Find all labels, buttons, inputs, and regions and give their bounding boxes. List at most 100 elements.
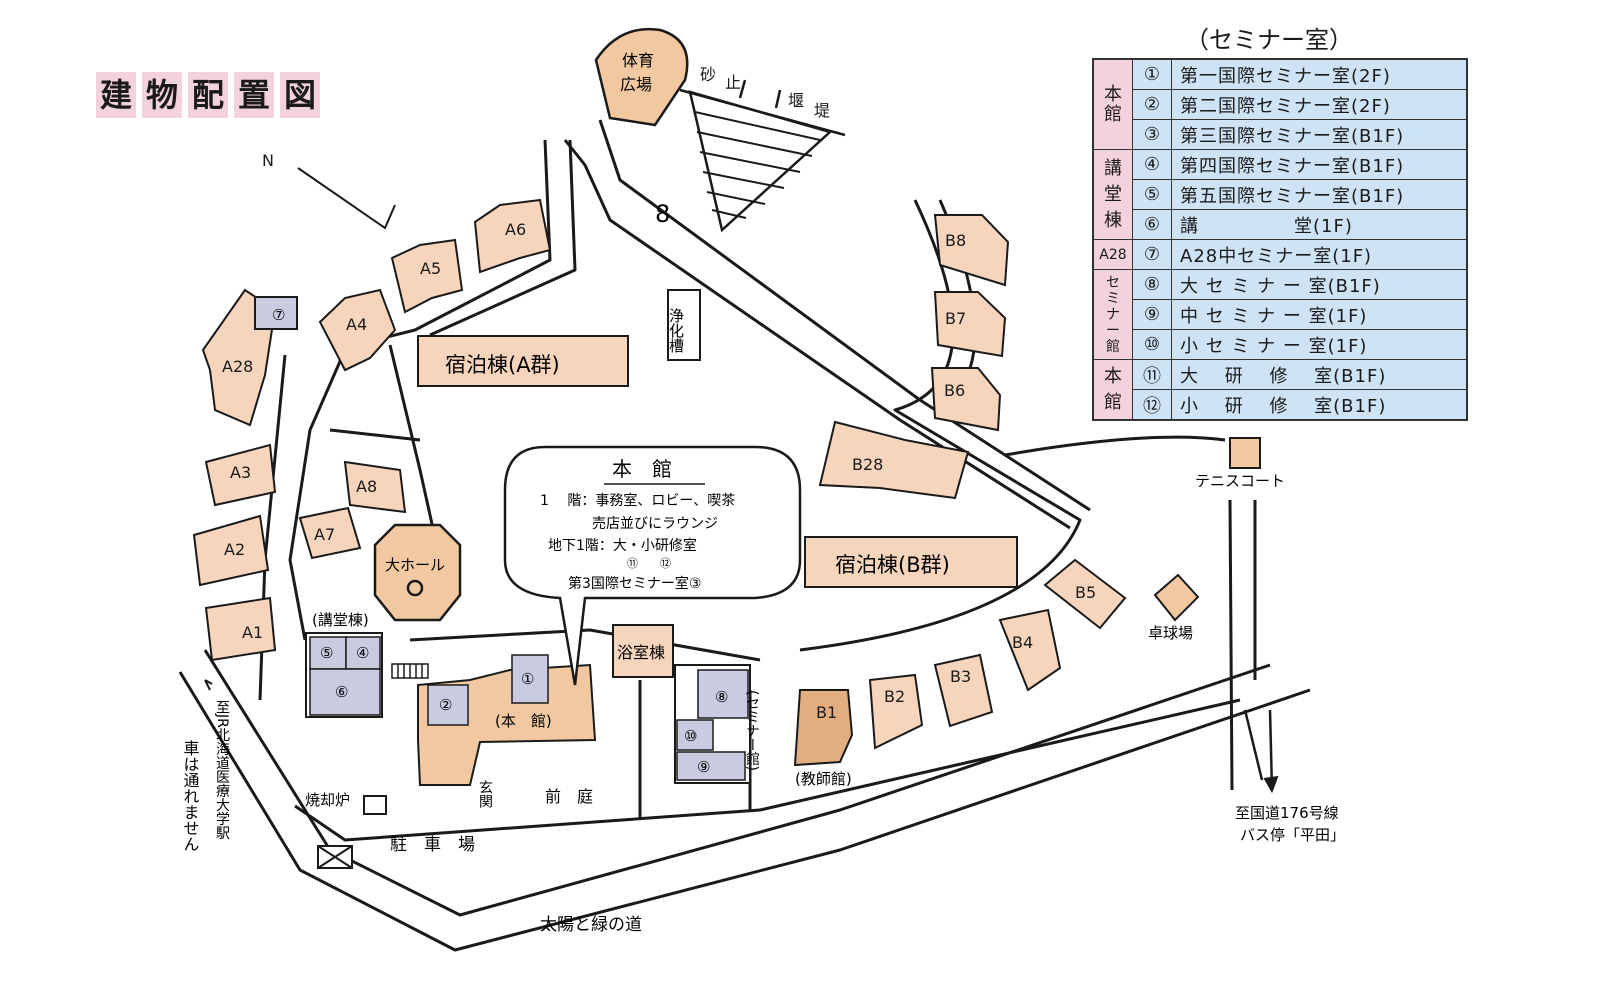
room-9-label: ⑨	[697, 758, 710, 776]
incinerator-box	[363, 795, 387, 815]
room-6	[309, 668, 381, 716]
b-group-label: 宿泊棟(B群)	[835, 553, 950, 577]
bath-building	[612, 624, 674, 678]
room-number: ⑦	[1132, 239, 1172, 270]
callout-line: 1 階：事務室、ロビー、喫茶	[540, 492, 735, 509]
a3-label: A3	[230, 463, 251, 482]
front-road	[409, 628, 761, 662]
legend-row: セ ミ ナ ー 館 ⑧ 大 セ ミ ナ ー 室(B1F)	[1092, 269, 1468, 360]
room-name: 第三国際セミナー室(B1F)	[1171, 119, 1468, 150]
callout-line: 第3国際セミナー室③	[568, 575, 701, 592]
room-5-label: ⑤	[320, 644, 333, 662]
room-7	[254, 296, 298, 330]
room-8	[697, 669, 749, 719]
stairs-lines	[397, 664, 423, 678]
parking-label: 駐 車 場	[390, 835, 475, 855]
station-arrow	[204, 679, 213, 691]
room-8-label: ⑧	[715, 688, 728, 706]
gym-label: 体育	[622, 51, 654, 70]
seminar-kan-label: (セミナー館)	[744, 690, 760, 771]
route-arrow	[1263, 775, 1279, 794]
takkyu-label: 卓球場	[1148, 624, 1193, 642]
road-outer	[178, 671, 1311, 952]
b4-label: B4	[1012, 633, 1033, 652]
tennis-court	[1229, 437, 1261, 469]
b-group-box	[804, 536, 1018, 588]
room-name: 大 研 修 室(B1F)	[1171, 359, 1468, 390]
room-6-label: ⑥	[335, 683, 348, 701]
a28-label: A28	[222, 357, 253, 376]
legend-title: （セミナー室）	[1185, 26, 1353, 54]
room-name: 小 研 修 室(B1F)	[1171, 389, 1468, 421]
legend-row: A28 ⑦ A28中セミナー室(1F)	[1092, 239, 1468, 270]
north-label: N	[262, 151, 274, 170]
building-a5	[390, 238, 464, 314]
honkan-label: (本 館)	[495, 712, 552, 730]
b7-label: B7	[945, 309, 966, 328]
building-b8	[933, 214, 1010, 287]
room-2	[427, 684, 469, 726]
road-inner	[203, 649, 1271, 917]
a-road-2	[429, 139, 577, 337]
map-number-8: 8	[655, 200, 670, 228]
room-1	[511, 654, 549, 704]
title-char: 置	[234, 72, 274, 118]
big-hall	[373, 523, 462, 622]
takkyu-building	[1153, 573, 1200, 622]
callout-title: 本 館	[612, 457, 672, 481]
maeniwa-label: 前 庭	[545, 787, 593, 806]
building-a1	[204, 596, 277, 662]
building-a8	[343, 460, 407, 514]
building-b6	[930, 367, 1002, 432]
gym-field: 体育 広場	[594, 27, 689, 127]
tennis-road	[1228, 499, 1257, 791]
legend-row: ⑥ 講 堂(1F)	[1093, 209, 1468, 240]
gym-shape	[594, 27, 689, 127]
callout-line: 地下1階：大・小研修室	[548, 537, 697, 554]
sabo-dam: 砂 止 堰 堤	[679, 65, 846, 233]
room-number: ⑫	[1132, 389, 1172, 421]
room-number: ②	[1132, 89, 1172, 120]
hall-label: 大ホール	[385, 556, 445, 574]
legend-row: ② 第二国際セミナー室(2F)	[1093, 89, 1468, 120]
room-name: 第二国際セミナー室(2F)	[1171, 89, 1468, 120]
a5-label: A5	[420, 259, 441, 278]
room-name: 第四国際セミナー室(B1F)	[1171, 149, 1468, 180]
room-name: 小 セ ミ ナ ー 室(1F)	[1171, 329, 1468, 360]
building-b1	[793, 689, 854, 767]
seminar-room-legend: 本 館 ① 第一国際セミナー室(2F) ② 第二国際セミナー室(2F) ③ 第三…	[1092, 58, 1468, 421]
building-a3	[204, 443, 277, 507]
bath-label: 浴室棟	[617, 643, 665, 662]
dam-ticks	[738, 79, 782, 109]
room-number: ④	[1132, 149, 1172, 180]
room-10-label: ⑩	[684, 727, 697, 745]
dam-lines	[694, 111, 821, 219]
room-4-label: ④	[356, 644, 369, 662]
a-building-labels: A6 A5 A4 A28 A3 A2 A1 A8 A7	[222, 220, 526, 642]
title-char: 図	[280, 72, 320, 118]
teacher-label: (教師館)	[795, 770, 852, 788]
b-buildings	[818, 214, 1127, 750]
gym-label: 広場	[620, 75, 652, 94]
room-name: 講 堂(1F)	[1171, 209, 1468, 240]
callout-bubble	[503, 445, 802, 686]
dam-label: 砂	[700, 65, 716, 84]
central-left	[288, 349, 347, 641]
jokaso-label: 浄化槽	[667, 308, 685, 353]
room-2-label: ②	[439, 696, 452, 714]
north-arrow: N	[262, 151, 396, 230]
b6-label: B6	[944, 381, 965, 400]
room-1-label: ①	[521, 670, 534, 688]
room-number: ③	[1132, 119, 1172, 150]
room-number: ⑪	[1132, 359, 1172, 390]
building-a6	[473, 198, 552, 274]
building-b5	[1043, 558, 1127, 630]
route-road	[1243, 709, 1274, 791]
honkan-callout: 本 館 1 階：事務室、ロビー、喫茶 売店並びにラウンジ 地下1階：大・小研修室…	[503, 445, 802, 686]
a-buildings	[192, 198, 552, 662]
a-group-box	[417, 335, 629, 387]
building-b7	[933, 291, 1007, 358]
jokaso: 浄化槽	[667, 289, 701, 361]
room-9	[676, 751, 746, 781]
a6-label: A6	[505, 220, 526, 239]
